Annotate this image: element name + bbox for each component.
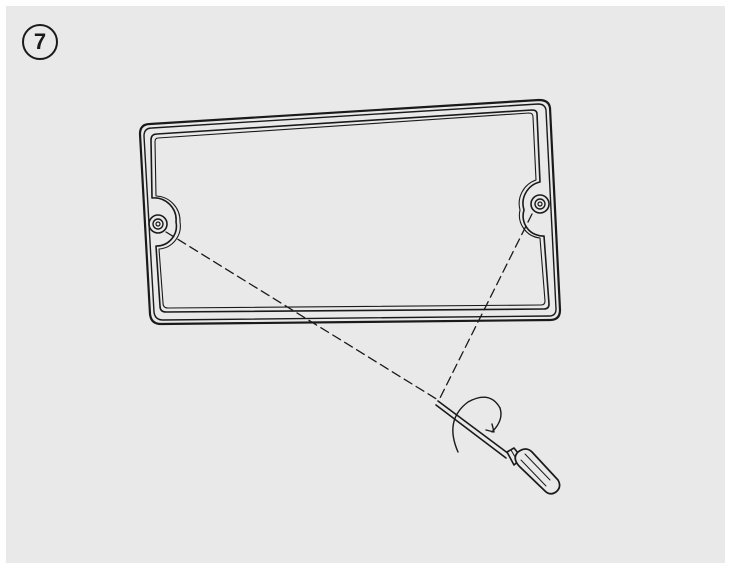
screwdriver-shaft-bottom [435,404,507,459]
left-screw-hole-icon [148,214,168,234]
step-number-badge: 7 [22,24,58,60]
guide-line-right [439,213,533,399]
cover-plate-outer-edge [138,98,562,326]
rotation-arc-back [452,396,501,453]
step-number: 7 [33,29,47,54]
guide-line-left [165,231,439,401]
cover-plate-outer-edge-2 [143,103,557,321]
cover-plate-icon [138,98,562,326]
screwdriver-shaft-top [437,400,510,455]
cover-plate-inner-rim [150,109,550,313]
rotation-arrowhead [485,423,495,433]
screwdriver-icon [435,400,561,495]
cover-plate-inner-rim-2 [154,112,546,309]
right-screw-hole-icon [530,194,550,214]
screwdriver-handle [514,448,561,495]
guide-lines [165,213,533,401]
rotation-arrow-icon [452,396,502,453]
